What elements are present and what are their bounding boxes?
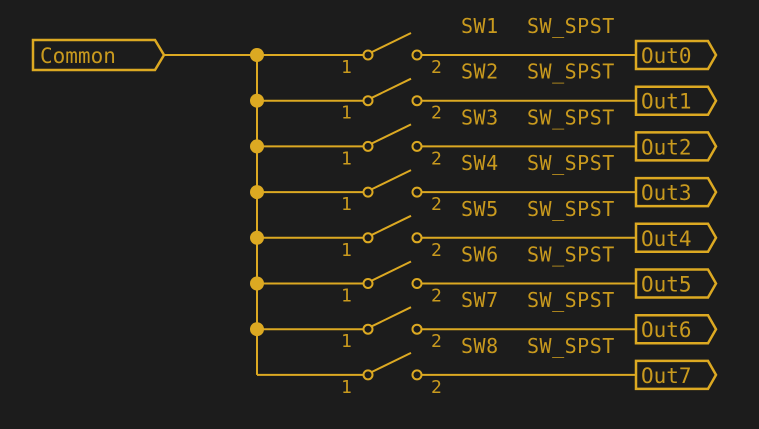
common-port-label: Common bbox=[40, 44, 116, 68]
output-port-label: Out3 bbox=[641, 181, 692, 205]
junction-dot bbox=[250, 48, 264, 62]
switch-pin1-terminal bbox=[362, 95, 374, 107]
junction-dot bbox=[250, 139, 264, 154]
output-port-label: Out2 bbox=[641, 135, 692, 159]
switch-pin1-number: 1 bbox=[341, 148, 352, 169]
junction-dot bbox=[250, 93, 264, 108]
switch-reference: SW8 bbox=[461, 334, 499, 358]
output-port-flag bbox=[634, 222, 718, 254]
switch-pin2-terminal bbox=[411, 49, 423, 61]
common-port-flag bbox=[31, 38, 166, 72]
output-port-label: Out5 bbox=[641, 273, 692, 297]
switch-pin1-number: 1 bbox=[341, 377, 352, 398]
switch-pin1-terminal bbox=[362, 232, 374, 244]
switch-pin1-terminal bbox=[362, 186, 374, 198]
output-port-flag bbox=[634, 131, 718, 162]
switch-pin1-number: 1 bbox=[341, 240, 352, 261]
switch-pin2-number: 2 bbox=[431, 286, 442, 307]
switch-pin1-number: 1 bbox=[341, 286, 352, 307]
switch-pin2-terminal bbox=[411, 369, 423, 381]
switch-reference: SW6 bbox=[461, 243, 499, 267]
switch-value: SW_SPST bbox=[527, 334, 615, 358]
output-port-label: Out7 bbox=[641, 364, 692, 388]
switch-lever bbox=[371, 260, 412, 282]
output-port-label: Out6 bbox=[641, 318, 692, 342]
switch-lever bbox=[371, 77, 412, 99]
switch-value: SW_SPST bbox=[527, 60, 615, 84]
switch-pin2-number: 2 bbox=[431, 57, 442, 78]
switch-pin1-number: 1 bbox=[341, 57, 352, 78]
switch-pin2-terminal bbox=[411, 95, 423, 107]
output-port-flag bbox=[634, 85, 718, 116]
switch-value: SW_SPST bbox=[527, 14, 615, 38]
switch-lever bbox=[371, 214, 412, 236]
junction-dot bbox=[250, 322, 264, 337]
switch-value: SW_SPST bbox=[527, 288, 615, 312]
switch-lever bbox=[371, 306, 412, 328]
switch-pin2-terminal bbox=[411, 232, 423, 244]
switch-pin1-terminal bbox=[362, 49, 374, 61]
switch-value: SW_SPST bbox=[527, 197, 615, 221]
switch-pin2-number: 2 bbox=[431, 194, 442, 215]
output-port-flag bbox=[634, 39, 718, 71]
output-port-flag bbox=[634, 268, 718, 299]
switch-value: SW_SPST bbox=[527, 243, 615, 267]
switch-pin2-number: 2 bbox=[431, 148, 442, 169]
switch-reference: SW3 bbox=[461, 105, 499, 129]
junction-dot bbox=[250, 230, 264, 245]
switch-pin1-terminal bbox=[362, 278, 374, 289]
switch-pin2-number: 2 bbox=[431, 331, 442, 352]
switch-reference: SW2 bbox=[461, 60, 499, 84]
switch-lever bbox=[371, 123, 412, 145]
switch-reference: SW5 bbox=[461, 197, 499, 221]
junction-dot bbox=[250, 185, 264, 200]
output-port-flag bbox=[634, 313, 718, 345]
switch-pin2-number: 2 bbox=[431, 377, 442, 398]
switch-pin1-terminal bbox=[362, 369, 374, 381]
switch-pin2-terminal bbox=[411, 278, 423, 289]
switch-reference: SW7 bbox=[461, 288, 499, 312]
switch-pin2-terminal bbox=[411, 323, 423, 335]
switch-pin2-number: 2 bbox=[431, 240, 442, 261]
switch-value: SW_SPST bbox=[527, 151, 615, 175]
output-port-flag bbox=[634, 359, 718, 391]
switch-pin1-number: 1 bbox=[341, 194, 352, 215]
switch-pin1-number: 1 bbox=[341, 103, 352, 124]
switch-lever bbox=[371, 32, 412, 53]
switch-reference: SW4 bbox=[461, 151, 499, 175]
switch-pin2-number: 2 bbox=[431, 103, 442, 124]
switch-pin2-terminal bbox=[411, 140, 423, 152]
output-port-label: Out0 bbox=[641, 44, 692, 68]
switch-pin2-terminal bbox=[411, 186, 423, 198]
switch-pin1-terminal bbox=[362, 140, 374, 152]
switch-lever bbox=[371, 169, 412, 190]
switch-pin1-terminal bbox=[362, 323, 374, 335]
output-port-label: Out4 bbox=[641, 227, 692, 251]
switch-value: SW_SPST bbox=[527, 105, 615, 129]
junction-dot bbox=[250, 276, 264, 291]
switch-lever bbox=[371, 352, 412, 373]
output-port-label: Out1 bbox=[641, 90, 692, 114]
switch-reference: SW1 bbox=[461, 14, 499, 38]
switch-pin1-number: 1 bbox=[341, 331, 352, 352]
output-port-flag bbox=[634, 176, 718, 208]
